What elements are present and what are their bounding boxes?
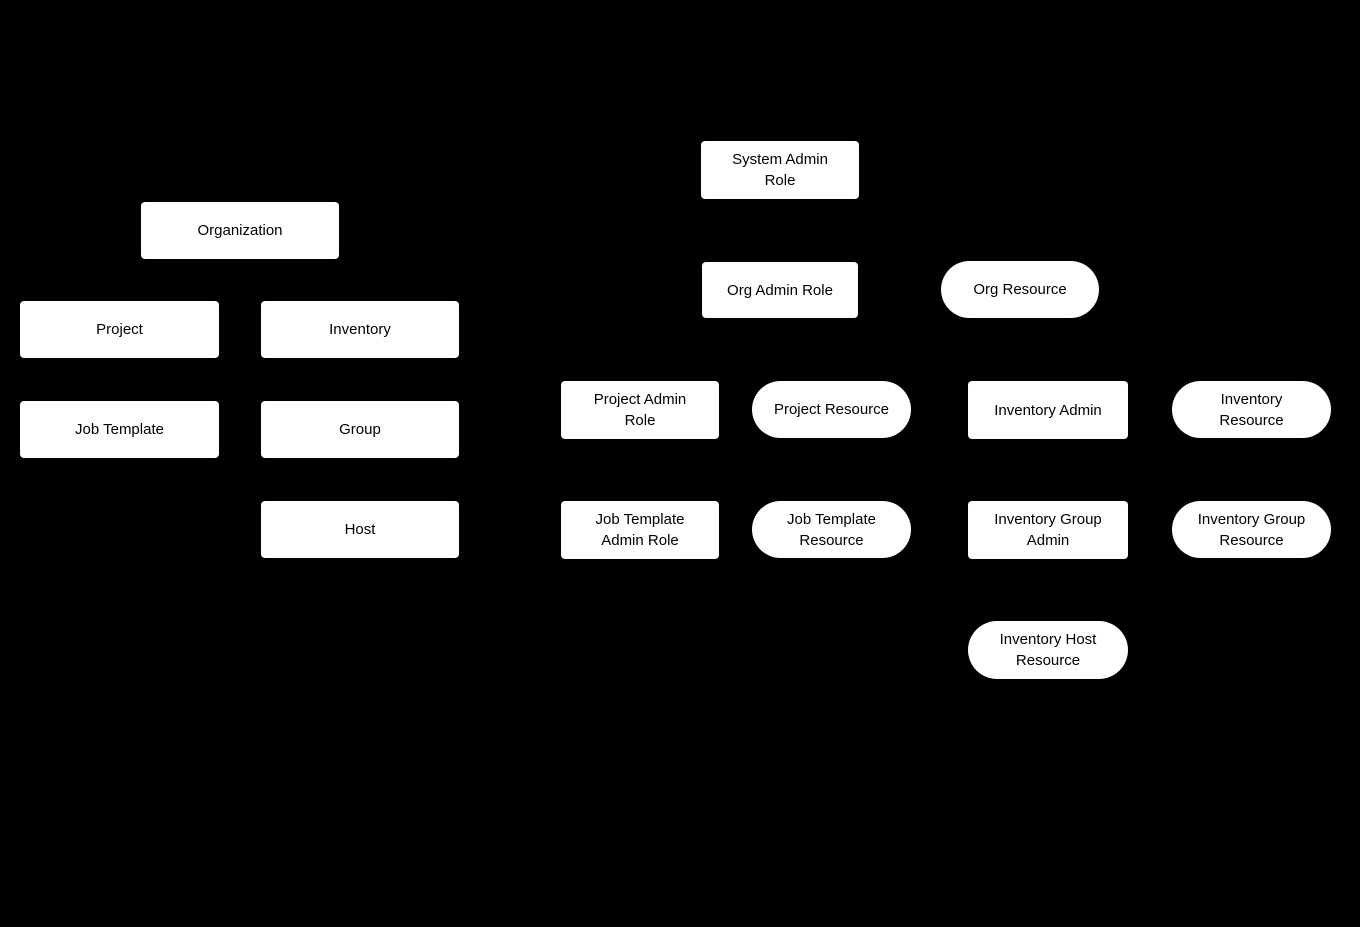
node-inventory-admin: Inventory Admin	[968, 381, 1128, 439]
node-inventory-group-resource: Inventory Group Resource	[1172, 501, 1331, 558]
node-inventory-admin-label: Inventory Admin	[994, 401, 1102, 419]
node-group: Group	[261, 401, 459, 458]
node-inventory: Inventory	[261, 301, 459, 358]
node-project: Project	[20, 301, 219, 358]
node-system-admin-role-label: System Admin Role	[732, 151, 828, 189]
node-host: Host	[261, 501, 459, 558]
node-project-resource: Project Resource	[752, 381, 911, 438]
node-project-admin-role: Project Admin Role	[561, 381, 719, 439]
node-group-label: Group	[339, 421, 381, 438]
node-project-label: Project	[96, 321, 143, 338]
node-job-template: Job Template	[20, 401, 219, 458]
node-inventory-host-resource-label: Inventory Host Resource	[999, 631, 1097, 669]
node-inventory-host-resource: Inventory Host Resource	[968, 621, 1128, 679]
node-host-label: Host	[344, 521, 376, 538]
node-inventory-group-resource-label: Inventory Group Resource	[1197, 510, 1306, 549]
node-job-template-admin-role: Job Template Admin Role	[561, 501, 719, 559]
node-project-resource-label: Project Resource	[773, 401, 890, 418]
node-org-resource-label: Org Resource	[973, 281, 1067, 298]
node-inventory-group-admin: Inventory Group Admin	[968, 501, 1128, 559]
node-organization: Organization	[141, 202, 339, 259]
node-job-template-label: Job Template	[75, 421, 164, 438]
node-org-resource: Org Resource	[941, 261, 1099, 318]
node-inventory-group-admin-label: Inventory Group Admin	[994, 511, 1102, 549]
node-job-template-resource: Job Template Resource	[752, 501, 911, 558]
node-job-template-resource-label: Job Template Resource	[787, 510, 876, 549]
node-org-admin-role-label: Org Admin Role	[727, 281, 833, 299]
node-org-admin-role: Org Admin Role	[702, 262, 858, 318]
node-organization-label: Organization	[197, 222, 283, 239]
node-inventory-label: Inventory	[329, 321, 391, 338]
node-job-template-admin-role-label: Job Template Admin Role	[595, 511, 685, 549]
node-inventory-resource-label: Inventory Resource	[1219, 390, 1284, 429]
node-system-admin-role: System Admin Role	[701, 141, 859, 199]
node-project-admin-role-label: Project Admin Role	[593, 391, 687, 429]
node-inventory-resource: Inventory Resource	[1172, 381, 1331, 438]
